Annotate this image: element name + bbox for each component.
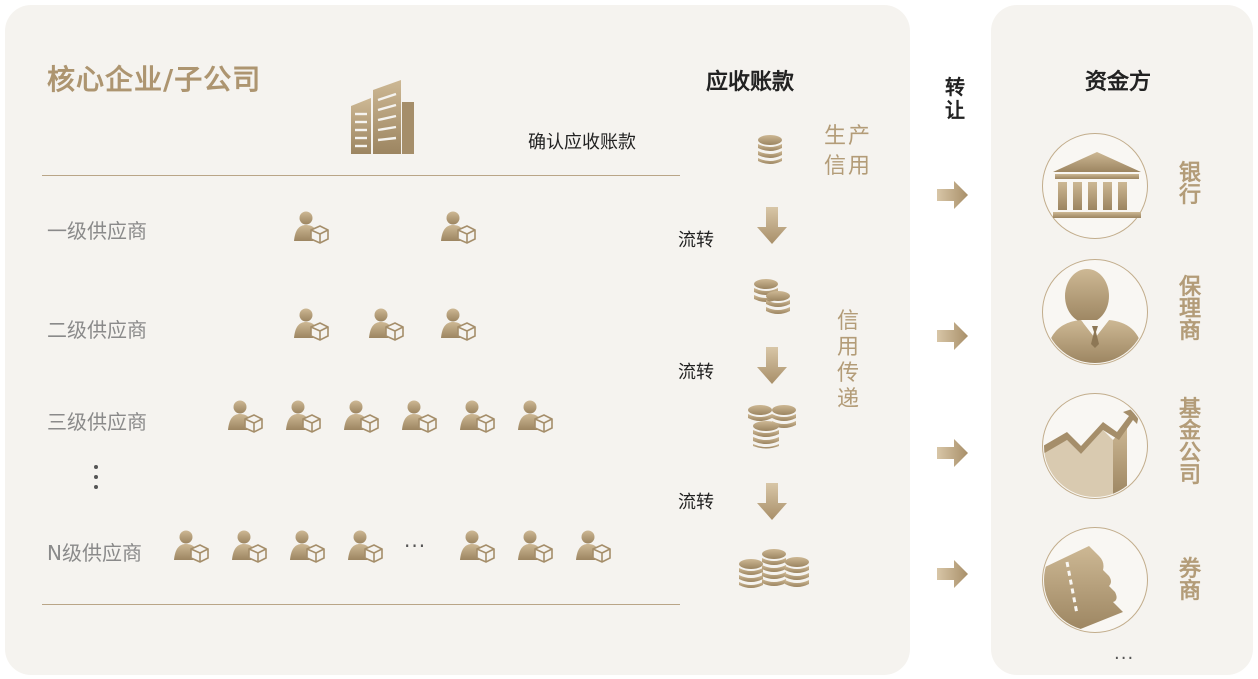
flow-label: 流转 xyxy=(678,230,714,251)
supplier-icon xyxy=(293,307,329,341)
supplier-icon xyxy=(293,210,329,244)
bank-circle xyxy=(1042,133,1148,239)
down-arrow-icon xyxy=(756,347,788,385)
divider-top xyxy=(42,175,680,176)
supplier-icon xyxy=(347,529,383,563)
supplier-ellipsis: ··· xyxy=(404,534,427,558)
supplier-icon xyxy=(343,399,379,433)
supplier-icon xyxy=(227,399,263,433)
supplier-icon xyxy=(575,529,611,563)
core-enterprise-title: 核心企业/子公司 xyxy=(47,63,262,96)
factor-circle xyxy=(1042,259,1148,365)
transfer-label: 转让 xyxy=(945,75,965,122)
bank-icon xyxy=(1053,152,1141,218)
supplier-icon xyxy=(459,399,495,433)
funder-label-fund: 基金公司 xyxy=(1178,397,1201,488)
tier-label-3: 三级供应商 xyxy=(47,410,147,434)
coin-stacks-icon xyxy=(739,549,809,588)
supplier-icon xyxy=(517,399,553,433)
supplier-icon xyxy=(231,529,267,563)
supplier-icon xyxy=(289,529,325,563)
building-icon xyxy=(351,80,414,154)
funder-label-bank: 银行 xyxy=(1178,161,1201,208)
coin-stacks-icon xyxy=(748,405,796,449)
more-funders-ellipsis: ··· xyxy=(1114,648,1135,669)
supplier-icon xyxy=(173,529,209,563)
down-arrow-icon xyxy=(756,483,788,521)
fund-company-circle xyxy=(1042,393,1148,499)
down-arrow-icon xyxy=(756,207,788,245)
vertical-ellipsis-icon xyxy=(94,465,98,489)
coin-stack-icon xyxy=(758,135,782,164)
funder-label-broker: 券商 xyxy=(1178,557,1201,604)
supplier-icon xyxy=(401,399,437,433)
pass-credit-label: 信用传递 xyxy=(836,309,859,412)
ticket-icon xyxy=(1044,546,1123,631)
flow-label: 流转 xyxy=(678,362,714,383)
tier-label-1: 一级供应商 xyxy=(47,219,147,243)
flow-label: 流转 xyxy=(678,492,714,513)
supplier-icon xyxy=(368,307,404,341)
tier-label-2: 二级供应商 xyxy=(47,318,147,342)
confirm-receivables-label: 确认应收账款 xyxy=(528,132,636,153)
right-arrow-icon xyxy=(937,180,969,210)
supplier-icon xyxy=(459,529,495,563)
supplier-icon xyxy=(517,529,553,563)
right-arrow-icon xyxy=(937,321,969,351)
funder-title: 资金方 xyxy=(1085,70,1152,95)
businessman-icon xyxy=(1045,269,1145,363)
coin-stacks-icon xyxy=(754,279,790,314)
supplier-icon xyxy=(440,210,476,244)
receivables-title: 应收账款 xyxy=(706,70,795,95)
supplier-icon xyxy=(285,399,321,433)
tier-label-n: N级供应商 xyxy=(47,541,142,565)
growth-chart-icon xyxy=(1044,406,1141,497)
funder-label-factor: 保理商 xyxy=(1178,275,1201,344)
right-arrow-icon xyxy=(937,438,969,468)
broker-circle xyxy=(1042,527,1148,633)
generate-credit-label: 生产信用 xyxy=(824,124,873,179)
divider-bottom xyxy=(42,604,680,605)
right-arrow-icon xyxy=(937,559,969,589)
supplier-icon xyxy=(440,307,476,341)
